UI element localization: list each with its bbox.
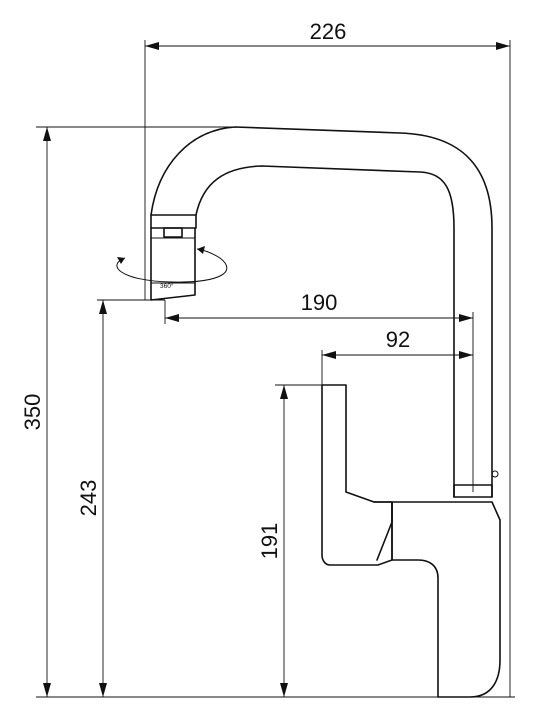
spout-height-label: 243 [76, 480, 101, 517]
overall-width-label: 226 [310, 19, 347, 44]
handle-height-label: 191 [257, 523, 282, 560]
faucet-body [150, 126, 501, 698]
spout-outer [150, 126, 493, 498]
dimension-overall-width: 226 [145, 19, 510, 50]
aerator-nut [163, 227, 183, 238]
aerator-ring [150, 214, 197, 229]
spout-inner [195, 165, 455, 498]
dimension-overall-height: 350 [20, 127, 51, 697]
rotation-label: 360° [160, 282, 174, 290]
overall-height-label: 350 [20, 394, 45, 431]
dimension-spout-height: 243 [76, 300, 107, 697]
rotation-indicator: 360° [116, 246, 228, 290]
body-column [391, 501, 501, 698]
handle-lever [321, 384, 393, 566]
dimension-spout-reach: 190 [165, 290, 473, 322]
aerator-head [150, 227, 196, 301]
handle-offset-label: 92 [386, 327, 410, 352]
extension-lines [36, 40, 515, 698]
spout-reach-label: 190 [301, 290, 338, 315]
column-collar [453, 484, 493, 498]
dimension-handle-offset: 92 [322, 327, 473, 359]
dimension-handle-height: 191 [257, 385, 288, 697]
